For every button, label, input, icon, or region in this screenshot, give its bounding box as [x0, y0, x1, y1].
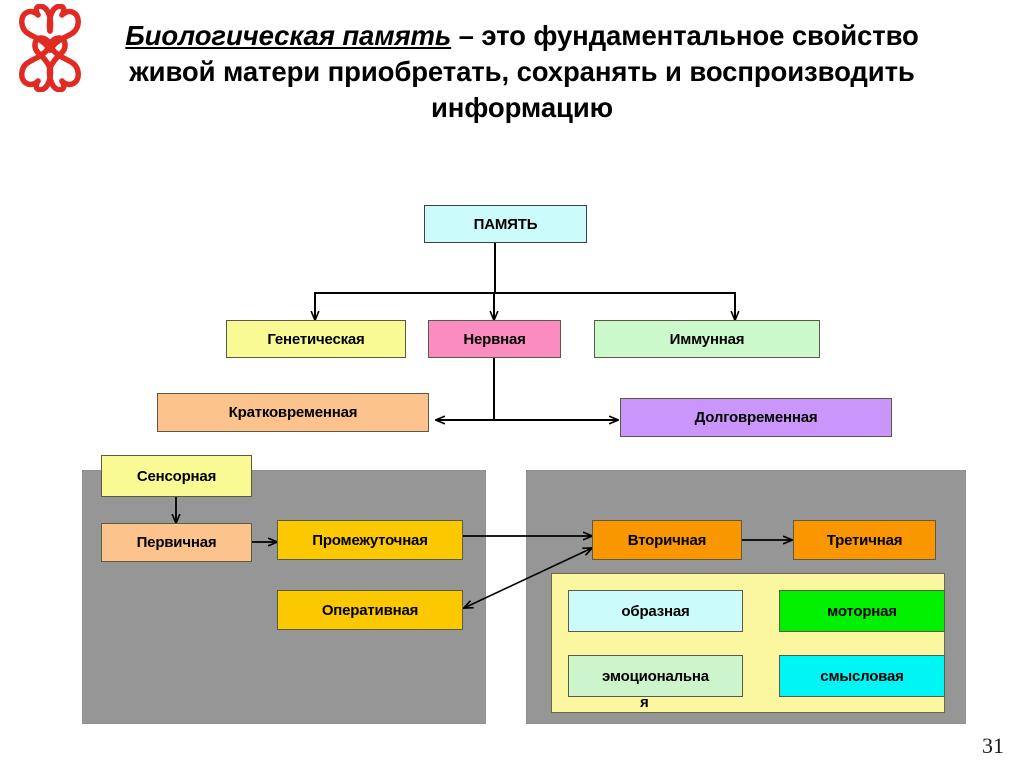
node-label: Вторичная [627, 531, 707, 549]
node-label: Первичная [136, 534, 217, 551]
node-label: ПАМЯТЬ [473, 215, 538, 233]
node-geneticheskaya[interactable]: Генетическая [226, 320, 406, 358]
page-number: 31 [982, 733, 1004, 758]
node-label: Генетическая [267, 330, 365, 348]
node-label: смысловая [820, 667, 904, 685]
node-smyslovaya[interactable]: смысловая [779, 655, 945, 697]
slide-header: Биологическая память – это фундаментальн… [0, 0, 1024, 175]
node-immunnaya[interactable]: Иммунная [594, 320, 820, 358]
node-vtorichnaya[interactable]: Вторичная [592, 520, 742, 560]
node-label: Сенсорная [136, 467, 217, 485]
node-label: Промежуточная [312, 531, 428, 549]
node-label: Оперативная [321, 601, 419, 619]
node-pamyat[interactable]: ПАМЯТЬ [424, 205, 587, 243]
node-label: Нервная [463, 330, 526, 348]
double-heart-chromosome-logo-icon [19, 4, 81, 92]
node-motornaya[interactable]: моторная [779, 590, 945, 632]
node-sensornaya[interactable]: Сенсорная [101, 455, 252, 497]
node-kratkovremennaya[interactable]: Кратковременная [157, 393, 429, 432]
node-dolgovremennaya[interactable]: Долговременная [620, 398, 892, 437]
node-label: Третичная [826, 531, 903, 549]
node-label: Иммунная [669, 330, 745, 348]
page-title: Биологическая память – это фундаментальн… [92, 18, 952, 126]
node-promezhutochnaya[interactable]: Промежуточная [277, 520, 463, 560]
node-operativnaya[interactable]: Оперативная [277, 590, 463, 630]
page-title-lead: Биологическая память [125, 20, 452, 51]
node-emotsionalnaya[interactable]: эмоциональна [568, 655, 743, 697]
node-label: эмоциональна [602, 667, 709, 685]
node-emotsionalnaya-overflow: я [640, 694, 649, 711]
node-label: моторная [827, 602, 897, 620]
node-label: Долговременная [694, 409, 818, 426]
node-label: Кратковременная [228, 404, 358, 421]
connector-root-stem [494, 243, 496, 293]
node-label: образная [621, 602, 690, 620]
connector-root-bus [314, 292, 736, 294]
node-tretichnaya[interactable]: Третичная [793, 520, 936, 560]
node-nervnaya[interactable]: Нервная [428, 320, 561, 358]
page-title-rest: – это фундаментальное свойство живой мат… [129, 20, 919, 123]
node-pervichnaya[interactable]: Первичная [101, 523, 252, 562]
node-obraznaya[interactable]: образная [568, 590, 743, 632]
